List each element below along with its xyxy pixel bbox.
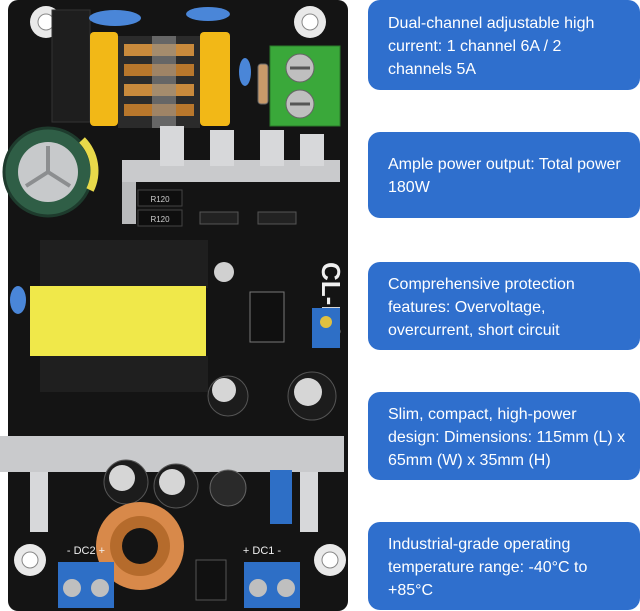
regulator-chip [195, 559, 227, 601]
x-capacitor-yellow-2 [200, 32, 230, 126]
product-photo: R120 R120 CL-K3 [0, 0, 348, 611]
feature-card-current: Dual-channel adjustable high current: 1 … [368, 0, 640, 90]
chip-label-2: R120 [150, 215, 170, 224]
feature-card-power: Ample power output: Total power 180W [368, 132, 640, 218]
feature-text-protection: Comprehensive protection features: Overv… [388, 275, 575, 339]
power-supply-board-image: R120 R120 CL-K3 [0, 0, 348, 611]
feature-card-temperature: Industrial-grade operating temperature r… [368, 522, 640, 610]
feature-card-design: Slim, compact, high-power design: Dimens… [368, 392, 640, 480]
chip-label-1: R120 [150, 195, 170, 204]
smd-resistor-1 [137, 189, 183, 207]
varistor-blue [239, 58, 251, 86]
smd-chip-4 [257, 211, 297, 225]
feature-text-design: Slim, compact, high-power design: Dimens… [388, 405, 626, 469]
common-mode-choke [118, 36, 200, 128]
dc1-label: + DC1 - [243, 545, 282, 557]
fuse [257, 63, 269, 105]
y-capacitor-blue-2 [186, 7, 230, 21]
feature-text-power: Ample power output: Total power 180W [388, 156, 621, 196]
inductor-small [209, 469, 247, 507]
small-capacitor [214, 262, 234, 282]
blue-component-left [10, 286, 26, 314]
dc2-label: - DC2 + [67, 545, 105, 557]
x-capacitor-yellow-1 [90, 32, 118, 126]
input-terminal-green [269, 45, 341, 127]
transformer [30, 240, 208, 392]
output-terminal-dc1 [244, 562, 300, 608]
bulk-capacitor [2, 126, 99, 218]
toroid-inductor [96, 502, 184, 590]
feature-text-temperature: Industrial-grade operating temperature r… [388, 535, 588, 599]
smd-resistor-2 [137, 209, 183, 227]
heatsink-top [122, 126, 340, 224]
smd-chip-3 [199, 211, 239, 225]
feature-card-protection: Comprehensive protection features: Overv… [368, 262, 640, 350]
trimmer-potentiometer-2 [270, 470, 292, 524]
controller-ic [249, 291, 285, 343]
y-capacitor-blue [89, 10, 141, 26]
feature-text-current: Dual-channel adjustable high current: 1 … [388, 14, 595, 78]
input-component-black [51, 9, 91, 123]
output-terminal-dc2 [58, 562, 114, 608]
features-panel: Dual-channel adjustable high current: 1 … [368, 0, 640, 611]
